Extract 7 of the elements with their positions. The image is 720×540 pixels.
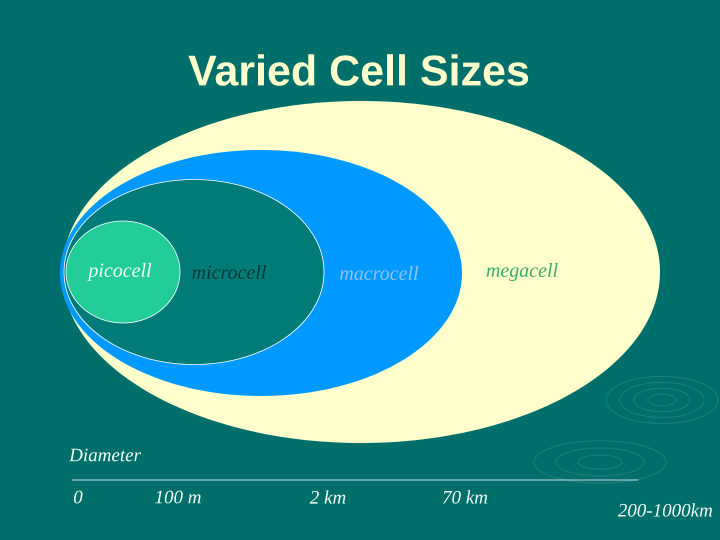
title: Varied Cell Sizes xyxy=(188,54,528,86)
axis-title: Diameter xyxy=(69,448,142,462)
scale-label: 70 km xyxy=(443,490,488,504)
scale-label: 200-1000km xyxy=(618,503,712,517)
scale-label: 2 km xyxy=(310,490,346,504)
scale-label: 100 m xyxy=(155,490,201,504)
scale-label: 0 xyxy=(74,490,82,504)
